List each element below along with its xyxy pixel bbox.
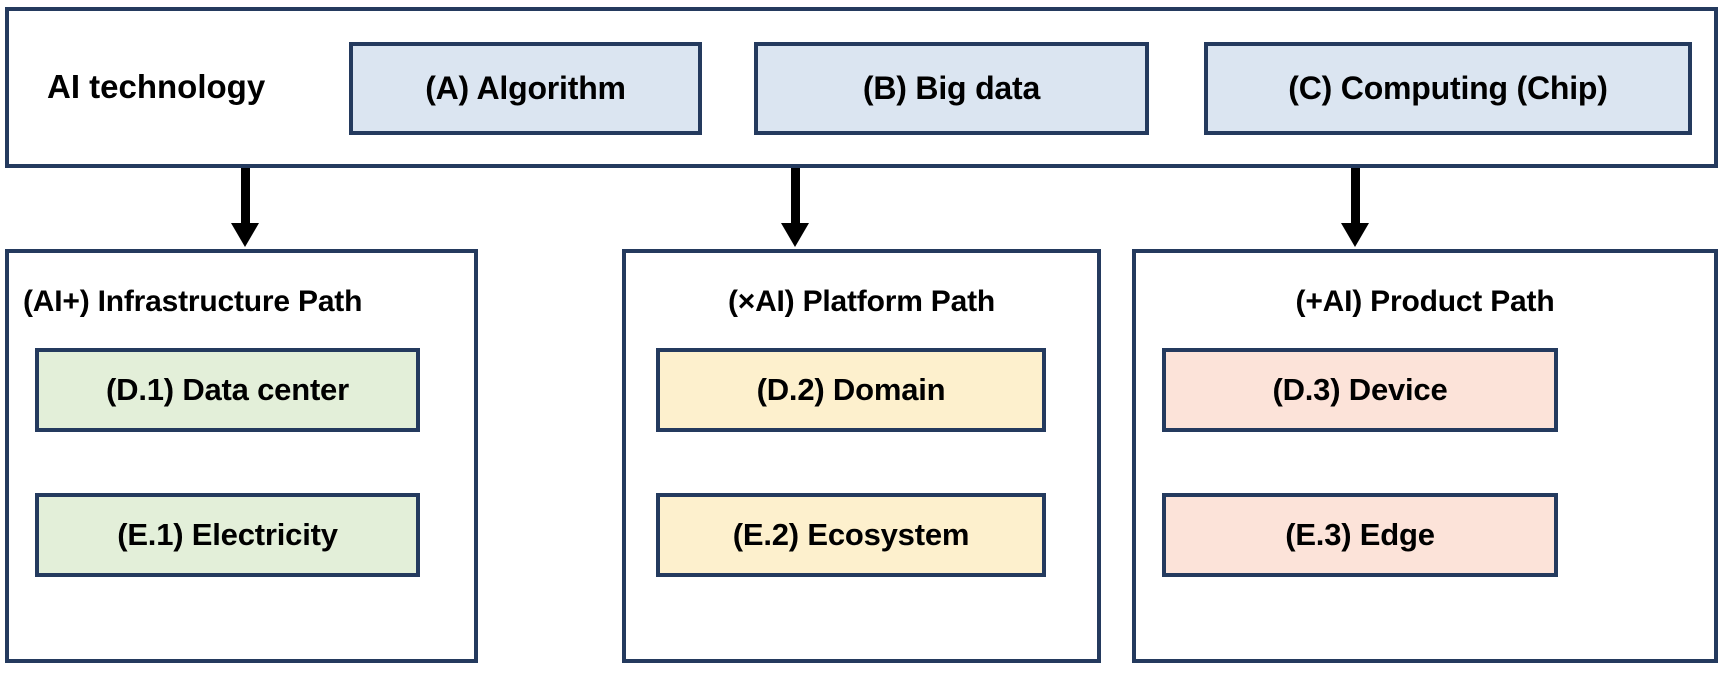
path-chip-electricity-label: (E.1) Electricity (117, 517, 338, 552)
tech-chip-big-data-label: (B) Big data (862, 70, 1041, 106)
path-chip-electricity[interactable]: (E.1) Electricity (35, 493, 420, 577)
tech-chip-computing-label: (C) Computing (Chip) (1288, 70, 1608, 106)
path-chip-device[interactable]: (D.3) Device (1162, 348, 1558, 432)
path-title-platform: (×AI) Platform Path (727, 285, 996, 318)
tech-chip-big-data[interactable]: (B) Big data (754, 42, 1149, 135)
path-column-platform: (×AI) Platform Path (D.2) Domain (E.2) E… (622, 249, 1101, 663)
arrow-shaft (1351, 168, 1360, 226)
path-chip-edge[interactable]: (E.3) Edge (1162, 493, 1558, 577)
path-chip-domain[interactable]: (D.2) Domain (656, 348, 1046, 432)
path-chip-device-label: (D.3) Device (1272, 372, 1448, 407)
arrow-shaft (791, 168, 800, 226)
ai-technology-container: AI technology (A) Algorithm (B) Big data… (5, 7, 1718, 168)
tech-chip-algorithm[interactable]: (A) Algorithm (349, 42, 702, 135)
path-title-infrastructure: (AI+) Infrastructure Path (23, 285, 363, 318)
path-column-product: (+AI) Product Path (D.3) Device (E.3) Ed… (1132, 249, 1718, 663)
down-arrow-icon-product (1341, 168, 1369, 247)
down-arrow-icon-platform (781, 168, 809, 247)
path-chip-ecosystem-label: (E.2) Ecosystem (732, 517, 970, 552)
tech-chip-algorithm-label: (A) Algorithm (425, 70, 626, 106)
path-chip-edge-label: (E.3) Edge (1285, 517, 1435, 552)
path-column-infrastructure: (AI+) Infrastructure Path (D.1) Data cen… (5, 249, 478, 663)
arrow-head (1341, 223, 1369, 247)
down-arrow-icon-infrastructure (231, 168, 259, 247)
path-title-product: (+AI) Product Path (1295, 285, 1555, 318)
ai-technology-label: AI technology (47, 68, 266, 105)
path-chip-ecosystem[interactable]: (E.2) Ecosystem (656, 493, 1046, 577)
tech-chip-computing[interactable]: (C) Computing (Chip) (1204, 42, 1692, 135)
arrow-shaft (241, 168, 250, 226)
path-chip-domain-label: (D.2) Domain (756, 372, 946, 407)
arrow-head (231, 223, 259, 247)
path-chip-data-center[interactable]: (D.1) Data center (35, 348, 420, 432)
arrow-head (781, 223, 809, 247)
path-chip-data-center-label: (D.1) Data center (106, 372, 349, 407)
